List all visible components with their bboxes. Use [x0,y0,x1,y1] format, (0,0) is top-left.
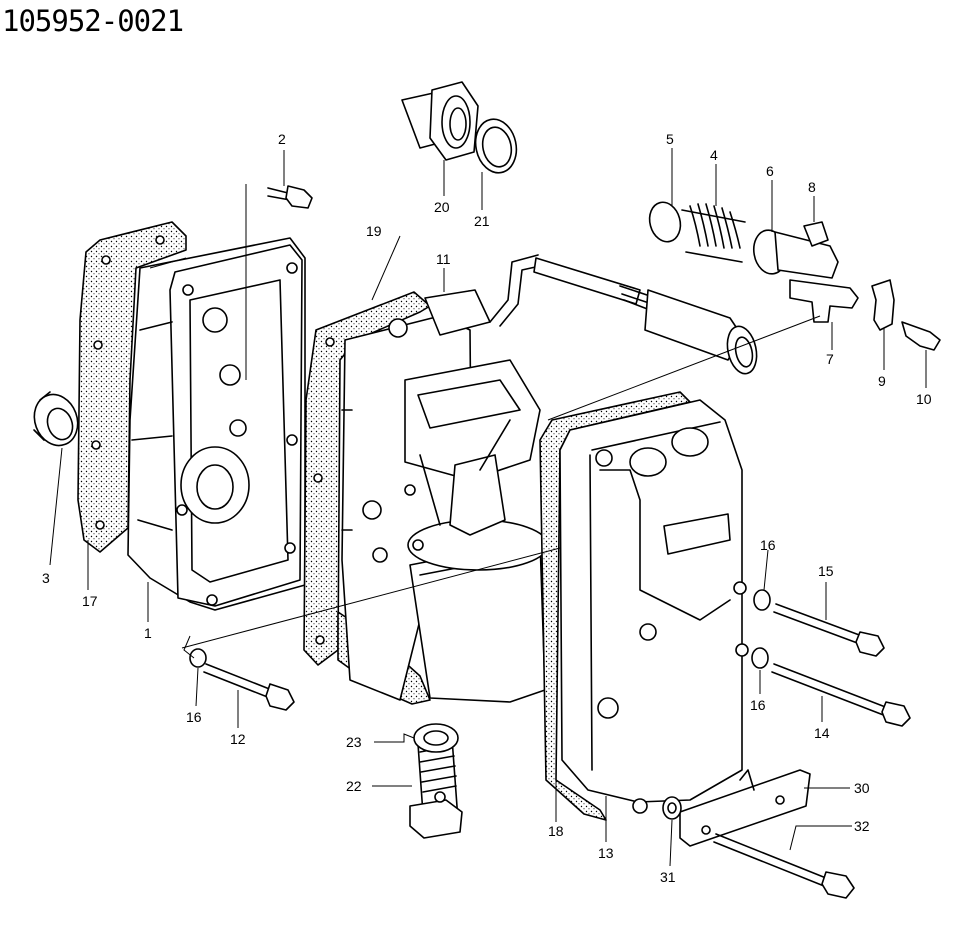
callout-22: 22 [346,778,362,794]
oil-seal-part [33,391,79,447]
callout-20: 20 [434,199,450,215]
callout-23: 23 [346,734,362,750]
harness-connector-part [533,257,758,375]
bolt-32-part [713,833,855,899]
callout-1: 1 [144,625,152,641]
bolt-15-part [753,589,885,657]
washer-5-part [648,201,682,243]
callout-11: 11 [436,251,451,267]
callout-13: 13 [598,845,614,861]
callout-5: 5 [666,131,674,147]
screw-10-part [901,321,941,351]
callout-17: 17 [82,593,98,609]
callout-8: 8 [808,179,816,195]
bolt-2-part [267,185,313,209]
callout-10: 10 [916,391,932,407]
callout-30: 30 [854,780,870,796]
governor-body-part [341,254,549,703]
callout-19: 19 [366,223,382,239]
callout-6: 6 [766,163,774,179]
bracket-9-part [871,279,895,331]
callout-16-upper: 16 [760,537,776,553]
washer-21-part [474,118,518,174]
callout-14: 14 [814,725,830,741]
washer-16-lower [751,647,769,669]
bolt-12-part [189,648,295,711]
callout-16-left: 16 [186,709,202,725]
callout-3: 3 [42,570,50,586]
washer-31-part [662,796,682,820]
small-parts-group [648,201,941,351]
callout-labels: 2 3 17 1 19 11 20 21 5 4 6 8 7 9 10 16 1… [42,131,932,885]
callout-12: 12 [230,731,246,747]
spring-4-part [689,203,741,249]
callout-31: 31 [660,869,676,885]
washer-23-part [413,723,459,753]
callout-16-lower: 16 [750,697,766,713]
assembly-guide-lines [149,184,821,659]
bracket-30-part [679,769,811,847]
cover-13-part [559,399,749,814]
leader-lines [49,148,927,867]
callout-18: 18 [548,823,564,839]
bracket-7-part [789,279,859,323]
cover-gasket-18-part [539,391,691,821]
screw-8-part [803,221,829,247]
callout-9: 9 [878,373,886,389]
callout-32: 32 [854,818,870,834]
callout-15: 15 [818,563,834,579]
callout-7: 7 [826,351,834,367]
bolt-14-part [751,647,911,727]
washer-16-upper [753,589,771,611]
part-number-title: 105952-0021 [2,4,184,38]
callout-4: 4 [710,147,718,163]
banjo-bolt-22-part [409,737,463,839]
housing-part [127,237,306,611]
callout-2: 2 [278,131,286,147]
callout-21: 21 [474,213,490,229]
washer-16-left [189,648,207,668]
nut-20-part [401,81,479,161]
